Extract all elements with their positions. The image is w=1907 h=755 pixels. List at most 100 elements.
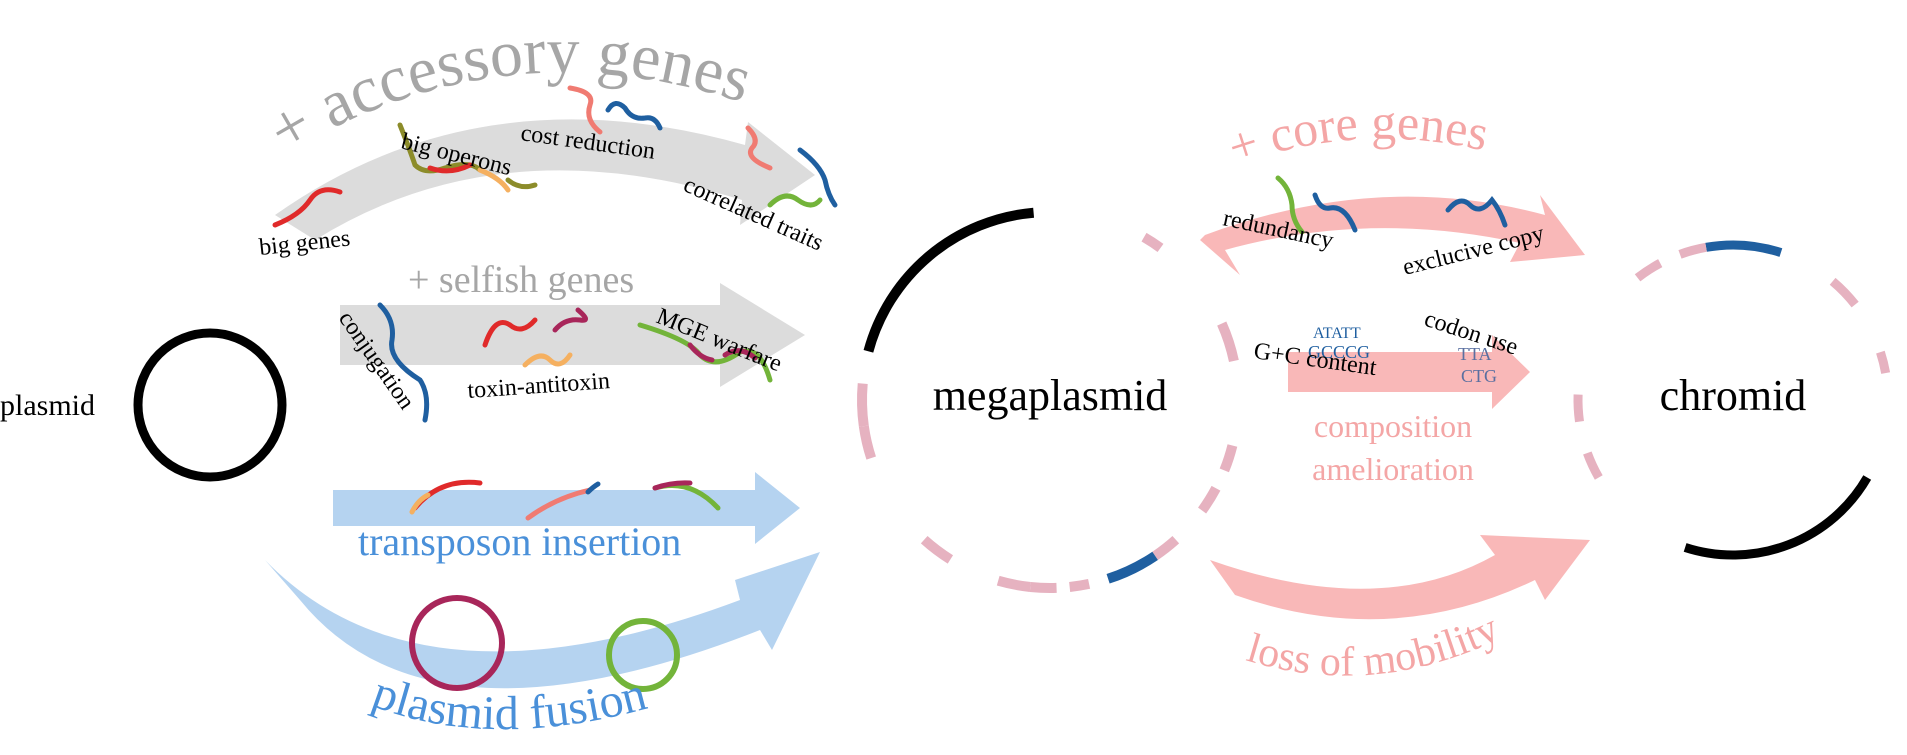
megaplasmid-segment [1217, 321, 1239, 363]
megaplasmid-segment [863, 207, 1035, 353]
chromid-segment [1599, 478, 1622, 508]
megaplasmid-segment [1161, 248, 1186, 269]
core-genes-arrow [1200, 195, 1585, 275]
megaplasmid-segment [1057, 587, 1070, 588]
megaplasmid-segment [871, 458, 887, 494]
core-genes-path: + core genes [1221, 94, 1494, 176]
chromid-segment [1578, 363, 1583, 395]
megaplasmid-segment [968, 569, 999, 581]
megaplasmid-segment [887, 494, 902, 516]
cost-gene-blue [605, 101, 663, 131]
megaplasmid-ring [857, 207, 1239, 593]
chromid-ring [1573, 240, 1891, 560]
chromid-segment [1660, 254, 1680, 263]
seq-gcccg-label: GCCCG [1308, 342, 1370, 362]
chromid-segment [1622, 508, 1686, 548]
megaplasmid-segment [1141, 232, 1164, 252]
big-gene-squiggle [272, 187, 343, 228]
chromid-segment [1614, 278, 1637, 301]
chromid-segment [1864, 318, 1880, 352]
chromid-segment [1599, 300, 1614, 322]
seq-atatt-label: ATATT [1313, 325, 1361, 342]
transposon-fragment-1b [409, 492, 431, 515]
correlated-blue [797, 147, 838, 208]
megaplasmid-segment [858, 425, 876, 460]
transposon-fragment-2 [525, 487, 593, 521]
selfish-genes-title: + selfish genes [408, 259, 634, 301]
transposon-insertion-arrow [333, 472, 800, 544]
megaplasmid-segment [1176, 511, 1202, 540]
big-genes-label: big genes [258, 226, 352, 261]
toxin-antitoxin-label: toxin-antitoxin [467, 368, 611, 404]
correlated-green [767, 193, 823, 208]
megaplasmid-segment [902, 516, 924, 540]
big-operon-squiggle-3 [477, 167, 511, 193]
chromid-segment [1867, 448, 1880, 478]
chromid-segment [1583, 323, 1599, 363]
megaplasmid-segment [1213, 306, 1222, 324]
chromid-segment [1855, 305, 1864, 318]
conjugation-squiggle [377, 302, 430, 423]
exclusive-blue [1445, 195, 1508, 228]
megaplasmid-segment [1152, 535, 1180, 561]
transposon-fragment-3b [652, 480, 693, 491]
loss-of-mobility-arrow [1210, 535, 1590, 620]
megaplasmid-segment [1185, 269, 1198, 284]
redundancy-green [1275, 175, 1305, 235]
seq-tta-label: TTA [1458, 344, 1492, 364]
megaplasmid-segment [1089, 216, 1144, 237]
megaplasmid-segment [1029, 581, 1057, 593]
transposon-insertion-title: transposon insertion [358, 519, 681, 564]
megaplasmid-segment [1198, 284, 1213, 306]
amelioration-label: amelioration [1312, 451, 1474, 487]
megaplasmid-segment [1216, 470, 1224, 488]
toxin-magenta [552, 307, 588, 333]
chromid-segment [1876, 350, 1891, 374]
transposon-fragment-2b [585, 481, 601, 495]
megaplasmid-segment [1106, 551, 1158, 584]
chromid-segment [1880, 405, 1887, 447]
chromid-segment [1580, 422, 1588, 453]
composition-amelioration-arrow [1288, 335, 1530, 409]
chromid-segment [1886, 373, 1888, 405]
plasmid-fusion-arrow [265, 552, 820, 689]
big-operon-squiggle-2 [427, 162, 473, 174]
megaplasmid-segment [1198, 485, 1221, 514]
toxin-orange [522, 352, 573, 368]
chromid-segment [1829, 277, 1859, 308]
cost-gene-salmon [567, 85, 603, 135]
seq-ctg-label: CTG [1461, 366, 1497, 386]
megaplasmid-segment [857, 383, 869, 427]
megaplasmid-segment [950, 559, 967, 569]
mge-squiggle [637, 322, 773, 383]
chromid-segment [1634, 259, 1663, 282]
megaplasmid-segment [1232, 420, 1237, 446]
redundancy-blue [1312, 192, 1358, 233]
megaplasmid-segment [863, 351, 869, 383]
selfish-genes-arrow [340, 283, 805, 387]
mge-squiggle-2 [687, 342, 715, 363]
chromid-segment [1683, 475, 1872, 560]
plasmid-circle [133, 328, 287, 482]
megaplasmid-segment [1219, 444, 1238, 473]
core-genes-title: + core genes [1221, 94, 1494, 176]
fusion-circle-magenta [409, 595, 505, 691]
megaplasmid-label: megaplasmid [933, 371, 1168, 420]
megaplasmid-segment [1069, 578, 1091, 592]
mge-squiggle-3 [722, 348, 758, 361]
correlated-salmon [745, 125, 773, 171]
plasmid-label: plasmid [0, 389, 95, 422]
chromid-segment [1678, 242, 1707, 259]
megaplasmid-segment [920, 535, 954, 564]
toxin-red [482, 317, 538, 348]
chromid-segment [1781, 253, 1833, 282]
megaplasmid-segment [1034, 212, 1089, 216]
megaplasmid-segment [1234, 361, 1238, 420]
megaplasmid-segment [1089, 579, 1108, 584]
chromid-label: chromid [1660, 371, 1807, 420]
fusion-circle-green [606, 618, 680, 692]
chromid-segment [1573, 394, 1584, 423]
composition-label: composition [1314, 408, 1472, 444]
chromid-segment [1583, 451, 1603, 480]
